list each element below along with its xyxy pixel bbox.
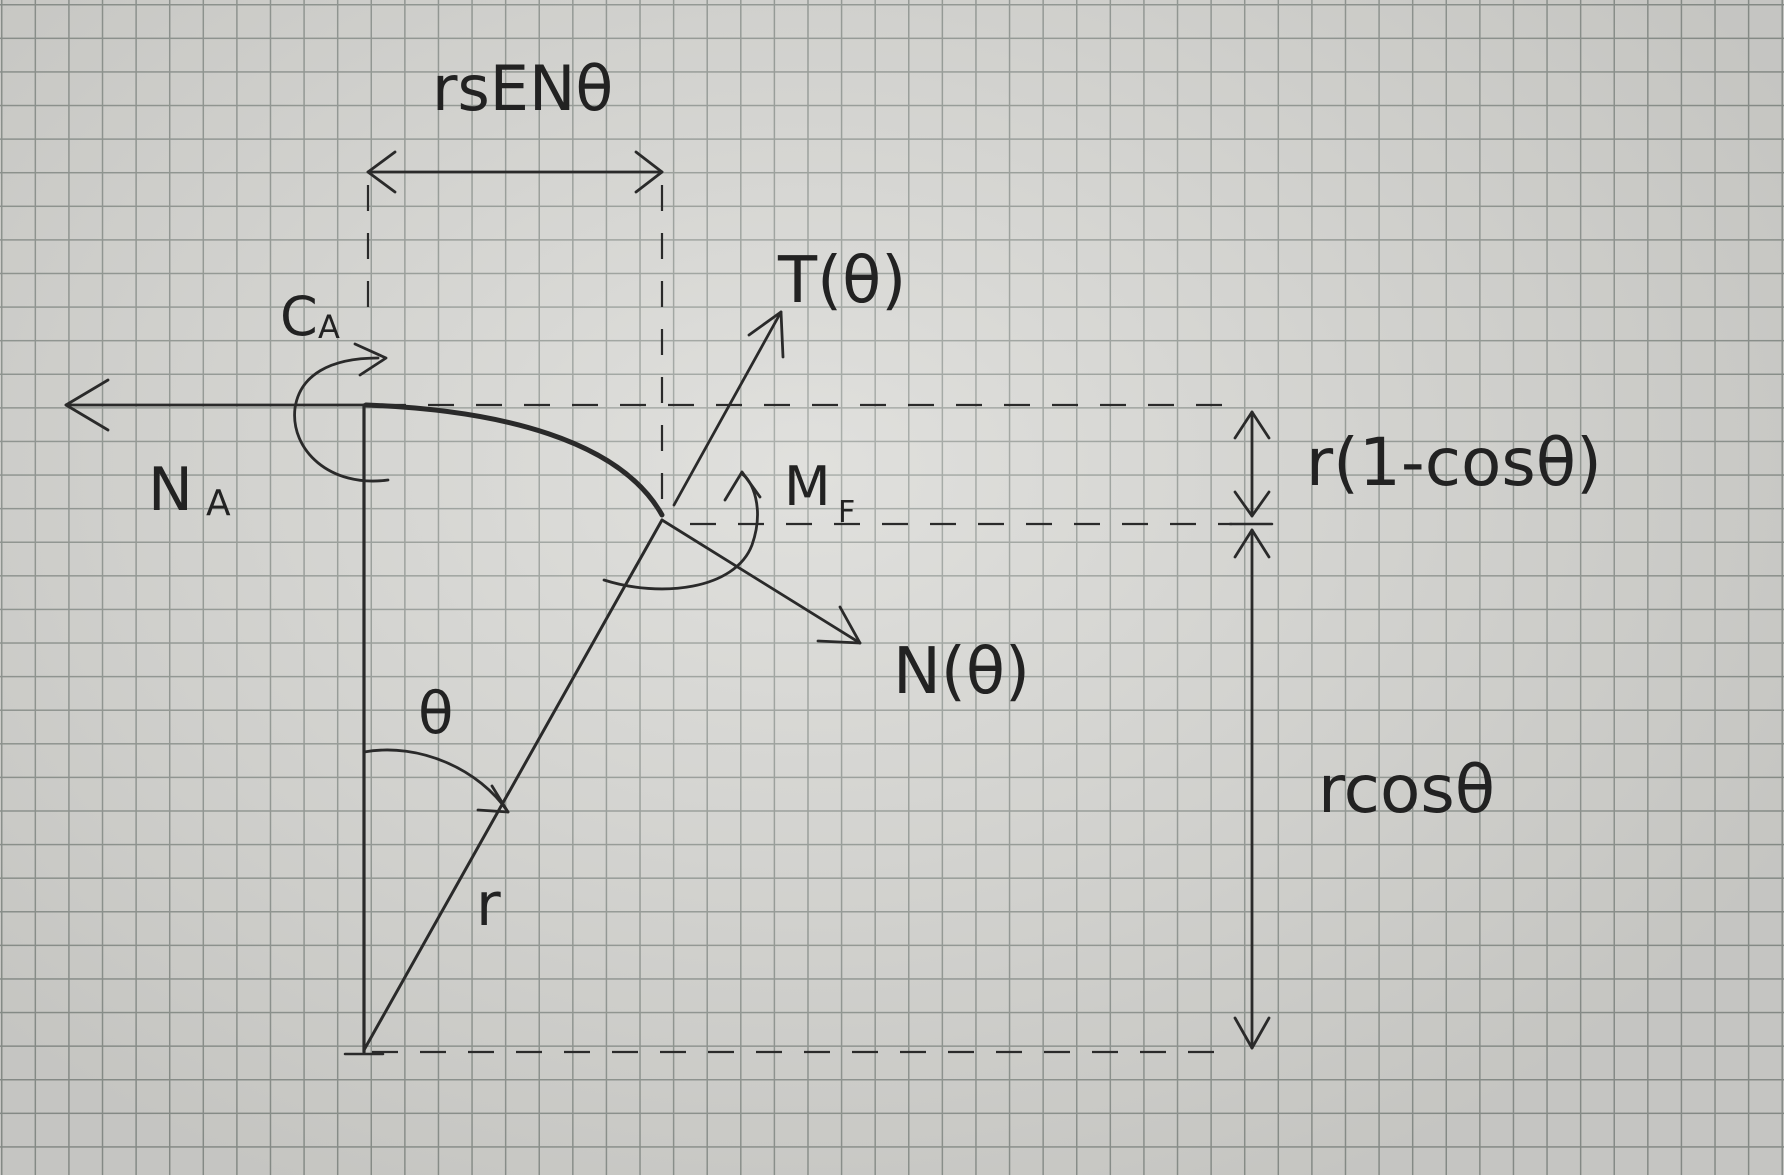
label-m-subscript: F <box>838 495 855 530</box>
label-r-sen-theta: rsENθ <box>432 52 613 125</box>
arrowhead-left <box>366 150 397 194</box>
curved-beam <box>363 402 665 518</box>
arrowhead-right <box>634 150 664 194</box>
arrowhead-t <box>747 310 785 359</box>
arrowhead-bottom-lower <box>1233 1016 1271 1050</box>
label-n-subscript: A <box>206 483 231 524</box>
arrowhead-theta <box>476 784 510 814</box>
radius-line <box>362 518 664 1052</box>
arrowhead-bottom-upper <box>1233 528 1271 559</box>
label-n-theta: N(θ) <box>893 635 1030 709</box>
arrowhead-mf <box>723 470 762 502</box>
label-n: N <box>148 455 193 525</box>
label-t-theta: T(θ) <box>777 244 906 318</box>
arrowhead-n <box>816 605 862 645</box>
force-arrow-t <box>672 310 783 507</box>
label-c: C <box>280 285 318 348</box>
label-r-cos-theta: rcosθ <box>1318 751 1495 828</box>
arrowhead-na <box>64 378 110 432</box>
angle-arc-theta <box>362 748 510 814</box>
label-c-subscript: A <box>318 308 340 346</box>
label-r: r <box>476 870 501 940</box>
label-r-one-minus-cos: r(1-cosθ) <box>1306 424 1602 501</box>
arrowhead-top-lower <box>1233 490 1271 518</box>
force-arrow-n <box>660 518 862 645</box>
label-theta: θ <box>418 679 454 747</box>
moment-arc-ca <box>293 356 390 483</box>
label-m: M <box>784 455 831 518</box>
arrowhead-ca <box>353 342 388 377</box>
arrowhead-top-upper <box>1233 410 1271 440</box>
